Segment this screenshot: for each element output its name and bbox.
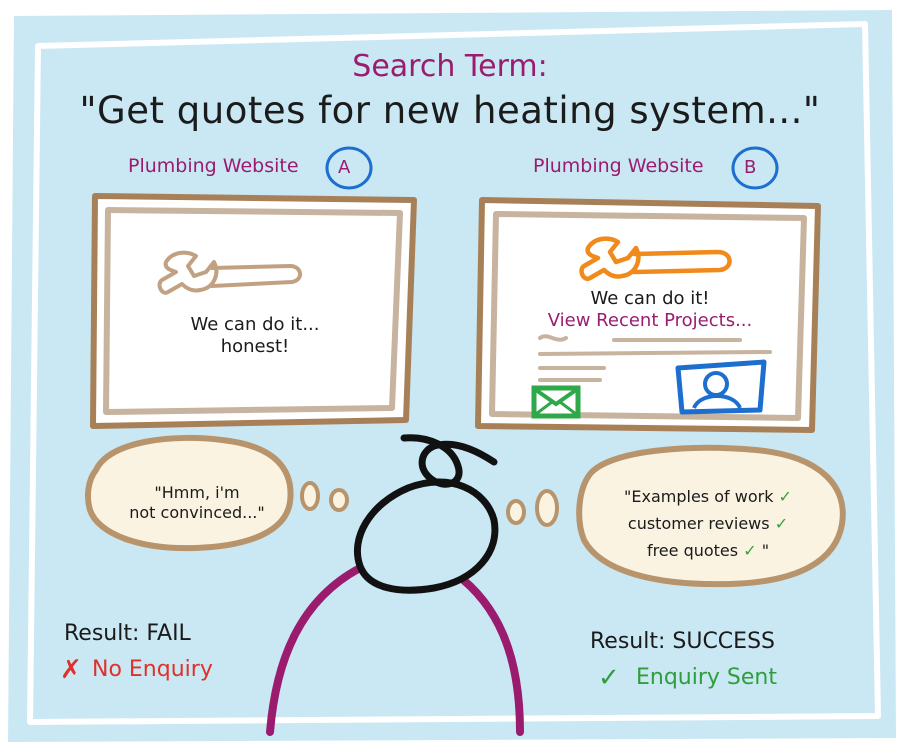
thought-a-text-2: not convinced..."	[129, 503, 265, 522]
search-term-heading: Search Term:	[352, 49, 548, 84]
search-query: "Get quotes for new heating system..."	[79, 89, 821, 132]
result-a-outcome: No Enquiry	[92, 657, 213, 682]
thought-bubble-a	[85, 434, 294, 552]
website-a-label: Plumbing Website	[128, 155, 299, 177]
wrench-icon	[579, 236, 732, 282]
check-icon: ✓	[774, 514, 789, 533]
thought-b-line-3: free quotes	[646, 541, 739, 560]
circle-a	[325, 146, 373, 190]
website-a-tagline-2: honest!	[220, 336, 290, 357]
thought-dot-b1	[506, 499, 526, 525]
check-icon: ✓	[778, 487, 792, 506]
person-figure	[266, 434, 524, 736]
thought-a-text-1: "Hmm, i'm	[154, 483, 240, 502]
result-b-label: Result: SUCCESS	[590, 629, 776, 654]
inner-border	[27, 21, 881, 725]
check-icon: ✓	[743, 541, 757, 560]
website-b-label: Plumbing Website	[533, 155, 704, 177]
website-a-letter: A	[338, 157, 351, 178]
website-a-tagline: We can do it...	[190, 314, 320, 335]
view-projects-link: View Recent Projects...	[547, 310, 753, 331]
email-icon	[531, 385, 581, 419]
wrench-icon	[157, 250, 302, 295]
thought-b-line-1: "Examples of work	[624, 487, 774, 506]
website-b-tagline: We can do it!	[590, 288, 710, 309]
cross-icon: ✗	[60, 655, 82, 685]
customer-photo-icon	[675, 359, 767, 415]
result-a-label: Result: FAIL	[64, 621, 191, 646]
website-b-screen	[475, 197, 821, 433]
website-a-screen	[90, 193, 417, 429]
website-b-letter: B	[744, 157, 757, 178]
thought-dot-a2	[329, 488, 349, 512]
result-b-outcome: Enquiry Sent	[636, 665, 777, 690]
thought-dot-b2	[535, 489, 559, 527]
text-lines	[538, 334, 772, 382]
thought-b-close-quote: "	[761, 541, 770, 560]
thought-b-text-2: customer reviews ✓	[588, 514, 828, 534]
check-icon: ✓	[598, 663, 620, 693]
thought-bubble-b	[576, 444, 846, 588]
circle-b	[731, 146, 779, 190]
thought-b-text-1: "Examples of work ✓	[588, 487, 828, 507]
thought-dot-a1	[300, 481, 320, 511]
thought-b-text-3: free quotes ✓ "	[588, 541, 828, 561]
thought-b-line-2: customer reviews	[627, 514, 770, 533]
